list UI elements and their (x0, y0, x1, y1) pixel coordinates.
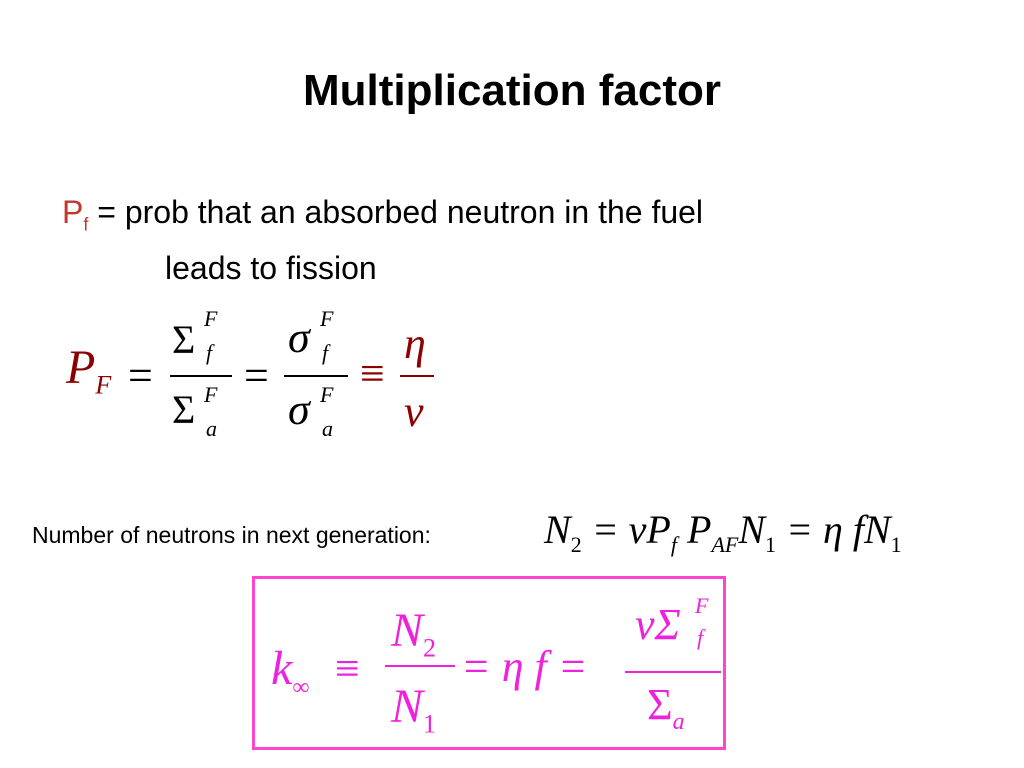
bullet-text-line1: = prob that an absorbed neutron in the f… (88, 194, 704, 230)
frac1-numerator: Σ (172, 317, 196, 362)
kf2-num-sup: F (695, 593, 709, 618)
frac2-numerator: σ (288, 313, 310, 362)
bullet-text-line2: leads to fission (165, 250, 377, 287)
k-infinity-box: k∞ ≡ N2 N1 = η f = νΣ F f Σa (252, 576, 726, 750)
k-equiv-sign: ≡ (335, 644, 360, 693)
slide-title: Multiplication factor (303, 66, 721, 115)
frac1-denominator: Σ (172, 387, 196, 432)
frac2-den-sub: a (322, 416, 333, 441)
next-generation-label: Number of neutrons in next generation: (32, 522, 431, 548)
kf2-num-sub: f (697, 625, 704, 650)
frac2-num-sup: F (320, 306, 334, 331)
k-symbol: k∞ (271, 642, 310, 701)
frac2-bar (284, 375, 348, 377)
next-generation-equation: N2 = νPf PAFN1 = η fN1 (544, 507, 902, 557)
equiv-sign: ≡ (360, 349, 385, 398)
frac2-den-sup: F (320, 382, 334, 407)
frac3-numerator: η (404, 319, 426, 368)
frac2-num-sub: f (322, 340, 329, 365)
frac2-denominator: σ (288, 385, 310, 434)
eq-sign-1: = (128, 351, 153, 400)
frac1-bar (170, 375, 232, 377)
kf1-denominator: N1 (391, 680, 437, 739)
frac1-den-sup: F (204, 382, 218, 407)
frac3-denominator: ν (404, 387, 424, 436)
kf1-bar (385, 665, 455, 667)
pf-symbol: Pf (62, 194, 89, 235)
k-middle: = η f = (461, 642, 588, 691)
pf-lhs: PF (66, 341, 112, 400)
kf2-bar (625, 671, 721, 673)
frac3-bar (400, 375, 434, 377)
kf1-numerator: N2 (391, 604, 437, 663)
frac1-den-sub: a (206, 416, 217, 441)
frac1-num-sub: f (206, 340, 213, 365)
kf2-numerator: νΣ (635, 600, 681, 649)
bullet-definition: Pf = prob that an absorbed neutron in th… (62, 190, 982, 290)
kf2-denominator: Σa (647, 680, 685, 735)
eq-sign-2: = (244, 351, 269, 400)
frac1-num-sup: F (204, 306, 218, 331)
